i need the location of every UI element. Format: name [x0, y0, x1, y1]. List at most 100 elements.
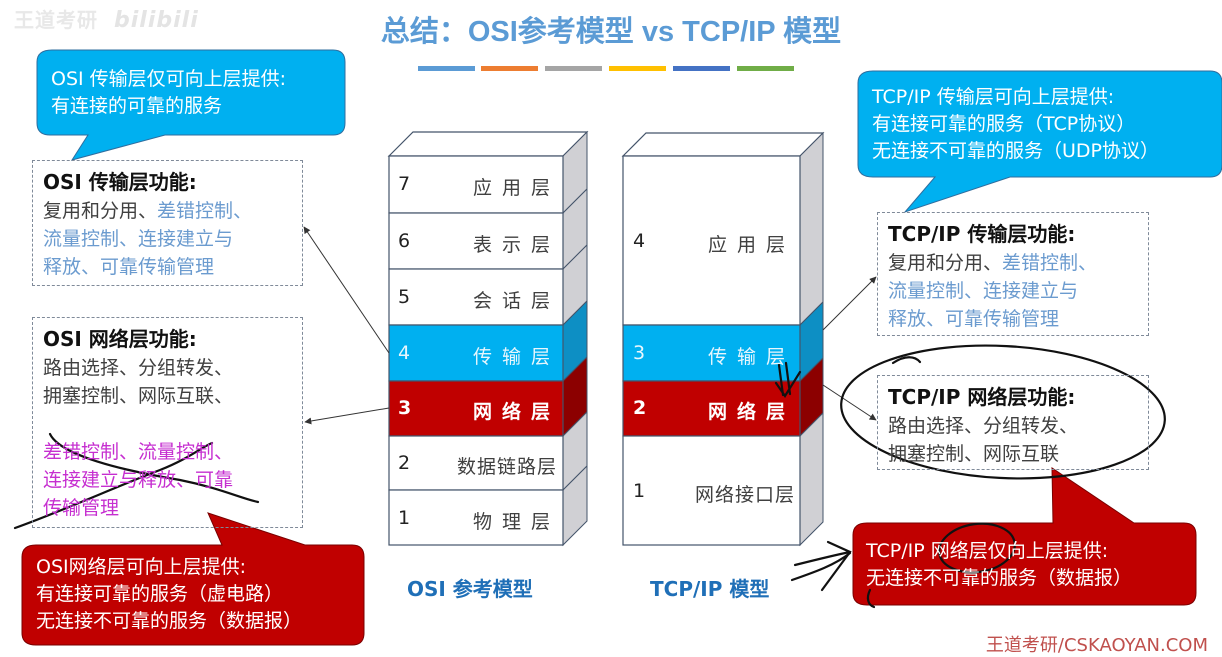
osi-face-7 [388, 155, 564, 214]
pointer-arrow-mark-3 [820, 540, 852, 592]
tcpip-side-1 [799, 411, 824, 547]
tcpip-side-4 [799, 131, 824, 327]
tcpip-layer-3-number: 3 [633, 342, 646, 364]
callout-osi-network-shape [21, 512, 365, 646]
osi-transport-functions-box: OSI 传输层功能: 复用和分用、差错控制、 流量控制、连接建立与 释放、可靠传… [32, 160, 303, 286]
osi-layer-7-name: 应用层 [472, 177, 560, 199]
circle-mark-network-word [938, 522, 1016, 574]
callout-osi-transport-shape [36, 49, 346, 161]
osi-transport-fn-highlight: 差错控制、 [157, 200, 253, 222]
arrow-osi-network [304, 407, 390, 425]
color-bar [673, 66, 730, 71]
tcpip-face-4 [622, 155, 801, 326]
bilibili-logo: bilibili [114, 8, 199, 33]
tcpip-layer-2-number: 2 [633, 397, 647, 419]
tcpip-network-functions-box: TCP/IP 网络层功能: 路由选择、分组转发、 拥塞控制、网际互联 [877, 375, 1149, 470]
osi-stack-top [387, 131, 589, 157]
osi-face-5 [388, 268, 564, 326]
osi-layer-3-number: 3 [398, 397, 412, 419]
callout-osi-network: OSI网络层可向上层提供: 有连接可靠的服务（虚电路） 无连接不可靠的服务（数据… [36, 554, 302, 635]
tcpip-face-3 [622, 324, 801, 382]
tcpip-face-1 [622, 435, 801, 546]
osi-layer-6-name: 表示层 [472, 234, 560, 256]
callout-line: 有连接可靠的服务（TCP协议） [872, 113, 1136, 135]
tcpip-model-label: TCP/IP 模型 [650, 577, 770, 601]
osi-layer-5-number: 5 [398, 286, 411, 308]
callout-line: TCP/IP 网络层仅向上层提供: [866, 540, 1109, 562]
osi-layer-5-name: 会话层 [472, 290, 560, 312]
osi-transport-functions-heading: OSI 传输层功能: [43, 170, 197, 194]
osi-stack [387, 130, 589, 547]
color-bar [545, 66, 602, 71]
osi-network-functions-heading: OSI 网络层功能: [43, 327, 197, 351]
callout-line: 有连接的可靠的服务 [51, 95, 223, 117]
tick-mark [866, 588, 876, 609]
osi-layer-1-number: 1 [398, 507, 411, 529]
tcpip-transport-fn-plain: 复用和分用、 [888, 252, 1003, 274]
callout-tcpip-network-shape [852, 467, 1197, 606]
callout-line: 有连接可靠的服务（虚电路） [36, 583, 284, 605]
color-bar [737, 66, 794, 71]
arrow-osi-transport [303, 226, 390, 354]
osi-network-fn-line: 拥塞控制、网际互联、 [43, 385, 234, 407]
osi-layer-1-name: 物理层 [472, 511, 560, 533]
callout-line: OSI 传输层仅可向上层提供: [51, 68, 287, 90]
circle-mark-tail [891, 356, 922, 365]
circle-mark-tcpip-network [840, 344, 1166, 480]
tcpip-transport-fn-highlight: 差错控制、 [1002, 252, 1098, 274]
tcpip-layer-4-number: 4 [633, 230, 646, 252]
pointer-arrow-mark-1 [793, 550, 852, 567]
callout-line: 无连接不可靠的服务（UDP协议） [872, 140, 1159, 162]
down-arrow-mark [774, 361, 802, 399]
tcpip-layer-1-number: 1 [633, 480, 646, 502]
tcpip-transport-fn-line: 流量控制、连接建立与 [888, 280, 1079, 302]
tcpip-transport-functions-box: TCP/IP 传输层功能: 复用和分用、差错控制、 流量控制、连接建立与 释放、… [877, 212, 1149, 336]
osi-network-functions-box: OSI 网络层功能: 路由选择、分组转发、 拥塞控制、网际互联、 差错控制、流量… [32, 317, 303, 528]
slide-title: 总结：OSI参考模型 vs TCP/IP 模型 [380, 16, 842, 48]
osi-network-fn-line: 路由选择、分组转发、 [43, 357, 234, 379]
osi-face-1 [388, 489, 564, 546]
osi-network-fn-struck-line: 连接建立与释放、可靠 [43, 469, 234, 491]
tcpip-layer-2-name: 网络层 [707, 401, 795, 423]
osi-transport-fn-plain: 复用和分用、 [43, 200, 158, 222]
osi-layer-2-name: 数据链路层 [456, 456, 557, 478]
osi-face-6 [388, 212, 564, 270]
tcpip-network-fn-line: 拥塞控制、网际互联 [888, 443, 1060, 465]
color-bar [481, 66, 538, 71]
watermark-text: 王道考研 [14, 8, 98, 32]
osi-layer-2-number: 2 [398, 452, 411, 474]
callout-tcpip-network: TCP/IP 网络层仅向上层提供: 无连接不可靠的服务（数据报） [866, 538, 1132, 592]
color-bar [418, 66, 475, 71]
strike-mark-1 [48, 432, 260, 504]
tcpip-layer-3-name: 传输层 [707, 346, 795, 368]
osi-layer-7-number: 7 [398, 173, 411, 195]
arrow-tcpip-network [822, 384, 877, 421]
arrow-tcpip-transport [822, 276, 877, 331]
footer-brand: 王道考研/CSKAOYAN.COM [985, 635, 1208, 656]
pointer-arrow-mark-2 [790, 551, 852, 582]
osi-transport-fn-line: 流量控制、连接建立与 [43, 228, 234, 250]
osi-network-fn-struck-line: 差错控制、流量控制、 [43, 441, 234, 463]
tcpip-transport-fn-line: 释放、可靠传输管理 [888, 308, 1060, 330]
osi-transport-fn-line: 释放、可靠传输管理 [43, 256, 215, 278]
callout-line: TCP/IP 传输层可向上层提供: [872, 86, 1115, 108]
watermark: 王道考研 bilibili [14, 4, 199, 33]
osi-network-fn-struck-line: 传输管理 [43, 497, 120, 519]
tcpip-stack [621, 131, 825, 547]
osi-face-3 [388, 380, 564, 437]
tcpip-network-fn-line: 路由选择、分组转发、 [888, 415, 1079, 437]
callout-tcpip-transport-shape [857, 70, 1222, 214]
callout-line: 无连接不可靠的服务（数据报） [866, 567, 1133, 589]
callout-line: OSI网络层可向上层提供: [36, 556, 247, 578]
osi-model-label: OSI 参考模型 [407, 577, 533, 601]
tcpip-network-functions-heading: TCP/IP 网络层功能: [888, 385, 1076, 409]
handwritten-annotations [13, 344, 1166, 609]
osi-layer-4-number: 4 [398, 342, 411, 364]
tcpip-stack-top [621, 132, 825, 157]
strike-mark-2 [13, 441, 214, 530]
tcpip-transport-functions-heading: TCP/IP 传输层功能: [888, 222, 1076, 246]
callout-osi-transport: OSI 传输层仅可向上层提供: 有连接的可靠的服务 [51, 66, 286, 120]
tcpip-layer-1-name: 网络接口层 [694, 484, 795, 506]
osi-layer-3-name: 网络层 [472, 401, 560, 423]
